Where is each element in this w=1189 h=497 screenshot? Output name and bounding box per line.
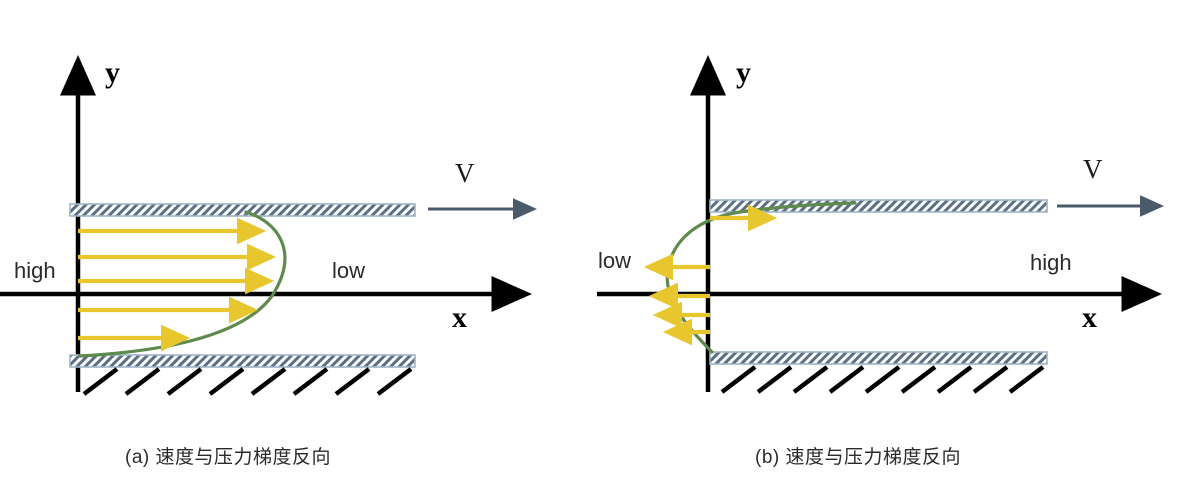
panel-a-top-wall	[69, 203, 416, 217]
panel-a-x-axis-label: x	[452, 301, 467, 334]
panel-b-velocity-profile-curve	[665, 201, 857, 354]
panel-b-pressure-right-label: high	[1030, 250, 1072, 275]
panel-a-pressure-right-label: low	[332, 258, 365, 283]
panel-b-x-axis-label: x	[1082, 301, 1097, 334]
panel-a-velocity-profile-curve	[78, 210, 287, 358]
panel-b-freestream-label: V	[1083, 154, 1103, 184]
panel-b-top-wall	[709, 199, 1048, 213]
panel-a-y-axis-label: y	[105, 56, 120, 89]
panel-b-caption: (b) 速度与压力梯度反向	[755, 447, 962, 468]
panel-b-y-axis-label: y	[736, 56, 751, 89]
panel-a: y x	[0, 55, 537, 396]
panel-b: y x	[597, 55, 1164, 394]
panel-a-freestream-label: V	[455, 158, 475, 188]
panel-a-ground-hatching	[82, 367, 413, 396]
panel-a-bottom-wall	[69, 354, 416, 368]
panel-a-pressure-left-label: high	[14, 258, 56, 283]
panel-a-caption: (a) 速度与压力梯度反向	[125, 447, 332, 468]
panel-b-pressure-left-label: low	[598, 248, 631, 273]
panel-b-velocity-arrows	[643, 204, 778, 346]
panel-b-ground-hatching	[720, 365, 1045, 394]
panel-a-velocity-arrows	[78, 217, 277, 352]
panel-b-bottom-wall	[709, 351, 1048, 365]
